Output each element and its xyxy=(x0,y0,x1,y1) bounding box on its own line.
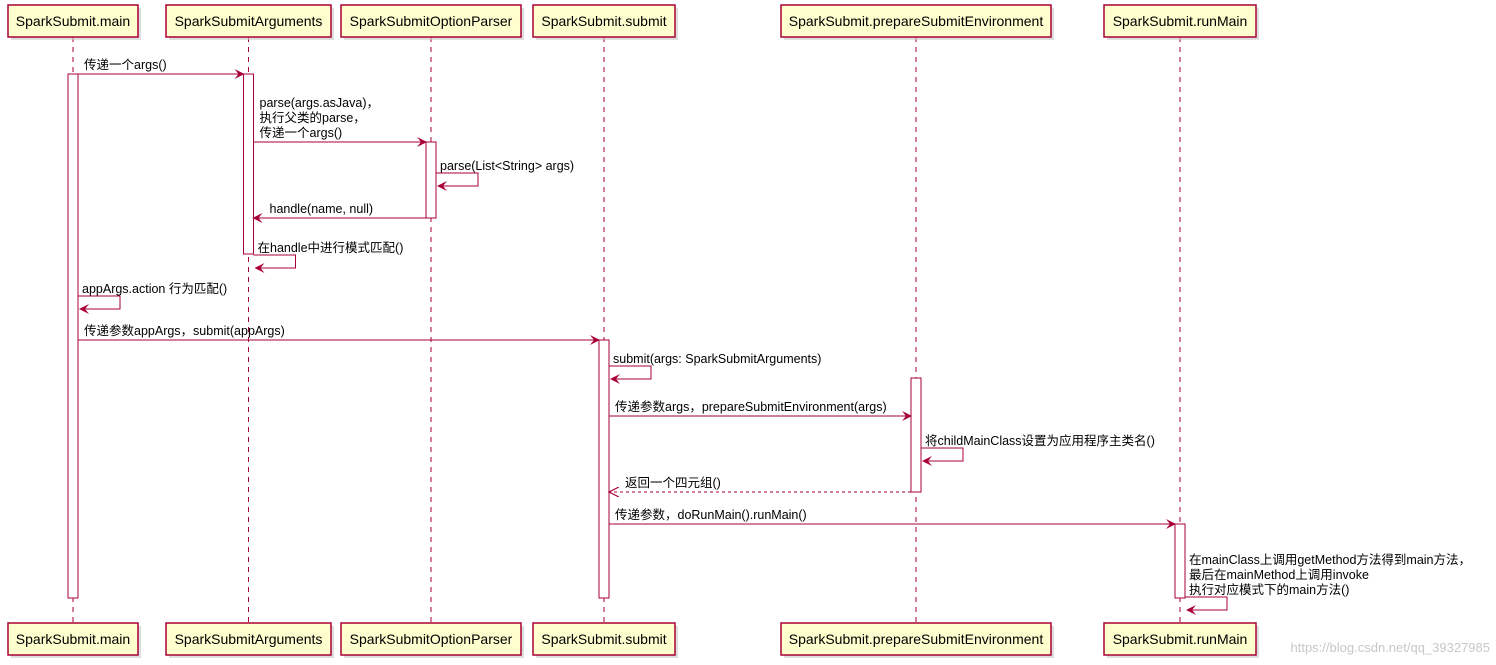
message-label: 传递参数，doRunMain().runMain() xyxy=(615,507,807,522)
message-3: handle(name, null) xyxy=(252,202,426,223)
participant-args-bottom: SparkSubmitArguments xyxy=(165,622,334,658)
message-label: 将childMainClass设置为应用程序主类名() xyxy=(925,433,1155,448)
message-label: 传递一个args() xyxy=(84,57,167,72)
message-12: 在mainClass上调用getMethod方法得到main方法，最后在main… xyxy=(1185,552,1471,615)
participant-label: SparkSubmit.runMain xyxy=(1113,631,1248,647)
participant-parser-bottom: SparkSubmitOptionParser xyxy=(340,622,524,658)
watermark: https://blog.csdn.net/qq_39327985 xyxy=(1291,640,1491,655)
message-8: 传递参数args，prepareSubmitEnvironment(args) xyxy=(609,399,912,421)
message-label: 执行父类的parse， xyxy=(260,110,366,125)
message-label: 执行对应模式下的main方法() xyxy=(1189,582,1349,597)
participant-prepare-top: SparkSubmit.prepareSubmitEnvironment xyxy=(780,4,1054,40)
message-label: 传递一个args() xyxy=(260,125,343,140)
participant-submit-top: SparkSubmit.submit xyxy=(532,4,678,40)
participant-label: SparkSubmit.runMain xyxy=(1113,13,1248,29)
participant-main-bottom: SparkSubmit.main xyxy=(7,622,141,658)
participant-runmain-bottom: SparkSubmit.runMain xyxy=(1103,622,1259,658)
message-label: 最后在mainMethod上调用invoke xyxy=(1189,568,1369,582)
participant-prepare-bottom: SparkSubmit.prepareSubmitEnvironment xyxy=(780,622,1054,658)
message-label: 传递参数appArgs，submit(appArgs) xyxy=(84,323,285,338)
participant-submit-bottom: SparkSubmit.submit xyxy=(532,622,678,658)
participant-label: SparkSubmit.prepareSubmitEnvironment xyxy=(789,631,1044,647)
participant-args-top: SparkSubmitArguments xyxy=(165,4,334,40)
message-label: 在mainClass上调用getMethod方法得到main方法， xyxy=(1189,552,1471,567)
message-7: submit(args: SparkSubmitArguments) xyxy=(609,352,821,384)
message-0: 传递一个args() xyxy=(78,57,245,79)
participant-runmain-top: SparkSubmit.runMain xyxy=(1103,4,1259,40)
activation-prepare xyxy=(910,377,922,493)
message-label: 传递参数args，prepareSubmitEnvironment(args) xyxy=(615,399,887,414)
participant-label: SparkSubmitOptionParser xyxy=(350,631,513,647)
participant-label: SparkSubmitArguments xyxy=(175,631,323,647)
participant-label: SparkSubmitArguments xyxy=(175,13,323,29)
message-4: 在handle中进行模式匹配() xyxy=(253,240,404,273)
activation-main xyxy=(67,73,79,599)
message-10: 返回一个四元组() xyxy=(609,476,911,492)
message-11: 传递参数，doRunMain().runMain() xyxy=(609,507,1176,529)
activation-parser xyxy=(425,141,437,219)
message-9: 将childMainClass设置为应用程序主类名() xyxy=(921,433,1155,466)
participant-label: SparkSubmit.prepareSubmitEnvironment xyxy=(789,13,1044,29)
message-label: 返回一个四元组() xyxy=(625,476,721,490)
activation-args xyxy=(243,73,254,255)
message-label: handle(name, null) xyxy=(270,202,374,216)
participant-label: SparkSubmit.submit xyxy=(541,13,666,29)
message-label: 在handle中进行模式匹配() xyxy=(258,240,404,255)
message-6: 传递参数appArgs，submit(appArgs) xyxy=(78,323,600,345)
message-1: parse(args.asJava)，执行父类的parse，传递一个args() xyxy=(253,96,427,147)
message-label: parse(args.asJava)， xyxy=(260,96,380,110)
message-label: parse(List<String> args) xyxy=(440,159,574,173)
message-label: submit(args: SparkSubmitArguments) xyxy=(613,352,821,366)
participant-label: SparkSubmit.main xyxy=(16,631,130,647)
participant-parser-top: SparkSubmitOptionParser xyxy=(340,4,524,40)
participant-main-top: SparkSubmit.main xyxy=(7,4,141,40)
message-label: appArgs.action 行为匹配() xyxy=(82,282,227,296)
participant-label: SparkSubmit.submit xyxy=(541,631,666,647)
activation-submit xyxy=(598,339,610,599)
participant-label: SparkSubmitOptionParser xyxy=(350,13,513,29)
message-2: parse(List<String> args) xyxy=(436,159,574,191)
participant-label: SparkSubmit.main xyxy=(16,13,130,29)
activation-runmain xyxy=(1174,523,1186,599)
message-5: appArgs.action 行为匹配() xyxy=(78,282,227,314)
